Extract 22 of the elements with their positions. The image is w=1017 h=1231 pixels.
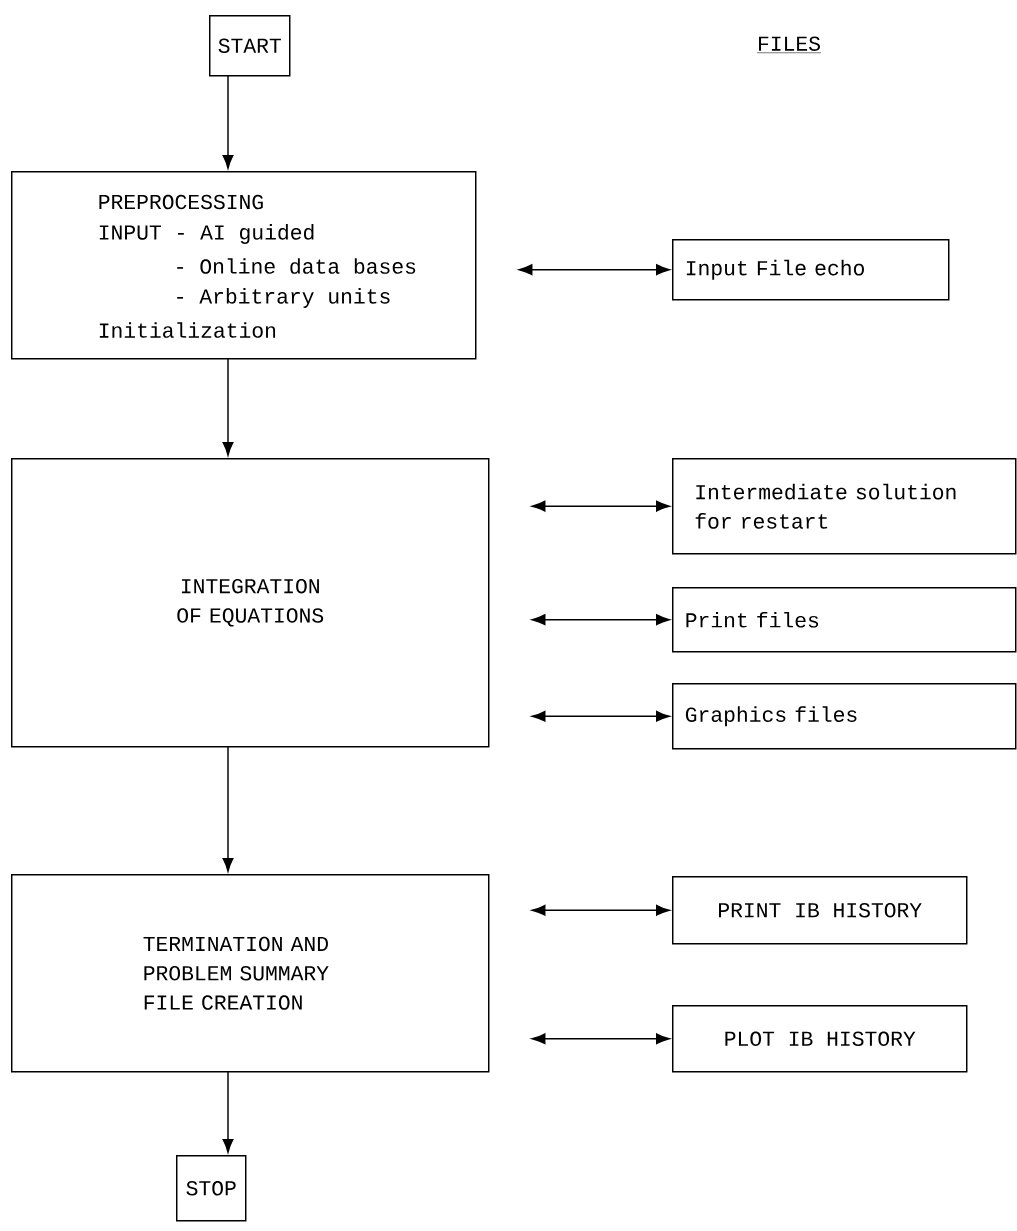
arrow — [531, 500, 670, 512]
arrow — [222, 745, 234, 872]
arrow — [222, 357, 234, 456]
section-heading: FILES — [756, 36, 822, 54]
file-box: Input File echo — [672, 239, 950, 301]
arrow — [531, 710, 670, 722]
start-box: START — [209, 15, 291, 77]
process-box: PREPROCESSING INPUT - AI guided - Online data bases - Arbitrary units Initialization — [11, 171, 477, 360]
arrow — [531, 1033, 670, 1045]
file-box: PLOT IB HISTORY — [672, 1005, 968, 1073]
arrow — [531, 904, 670, 916]
file-box: Graphics files — [672, 683, 1017, 750]
file-box: Intermediate solution for restart — [672, 458, 1017, 555]
process-box: TERMINATION AND PROBLEM SUMMARY FILE CREATION — [11, 874, 490, 1073]
file-box: Print files — [672, 587, 1017, 653]
arrow — [518, 264, 670, 276]
stop-box: STOP — [176, 1155, 247, 1222]
arrow — [222, 1070, 234, 1153]
arrow — [531, 614, 670, 626]
process-box: INTEGRATION OF EQUATIONS — [11, 458, 490, 748]
arrow — [222, 74, 234, 169]
file-box: PRINT IB HISTORY — [672, 876, 968, 945]
